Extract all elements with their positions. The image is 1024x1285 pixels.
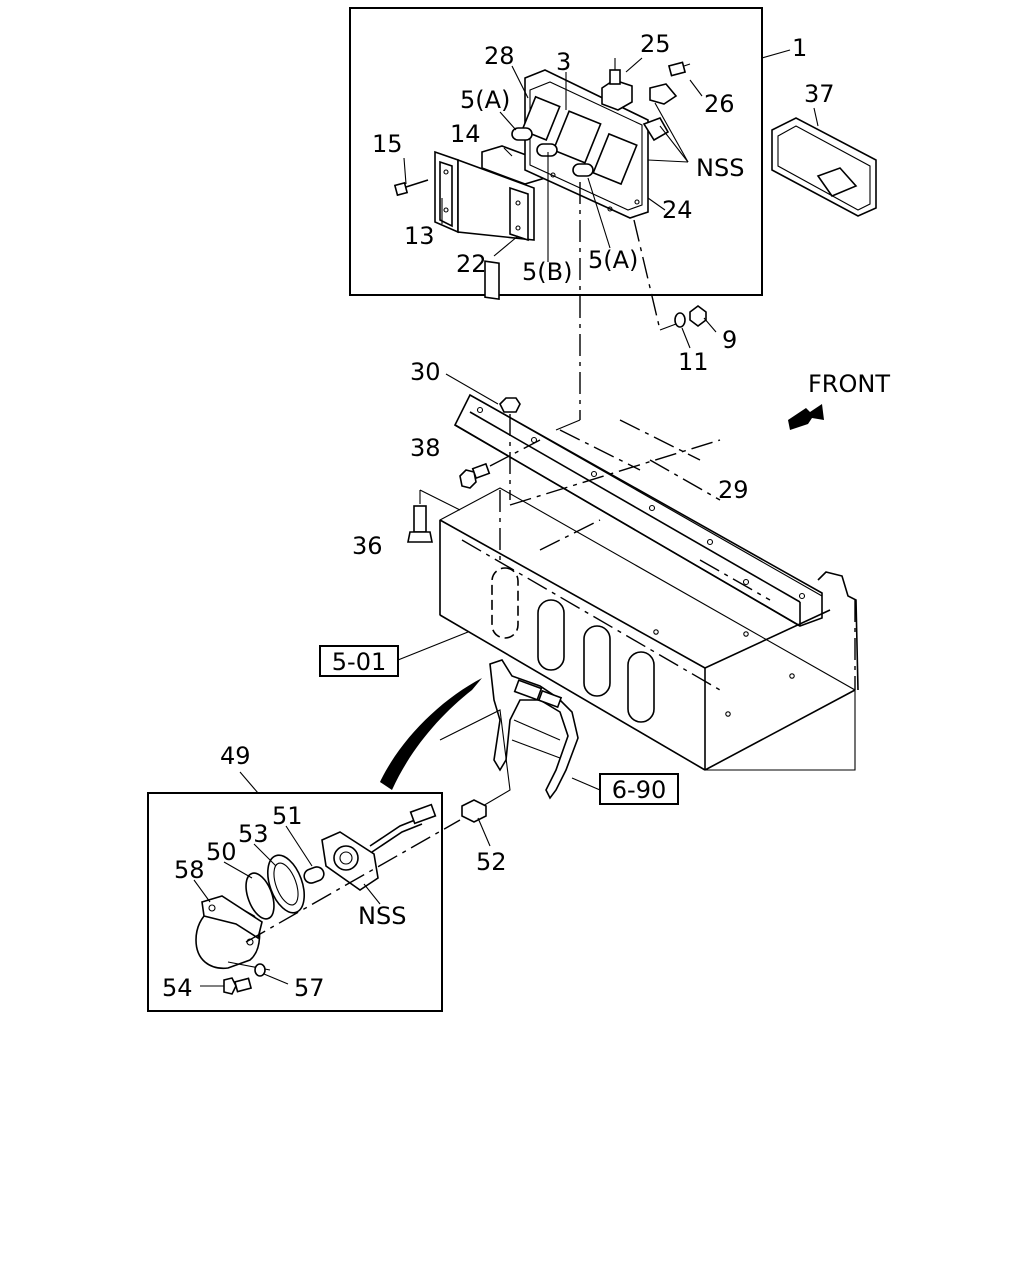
rail-bracket-29: [453, 393, 823, 627]
label-54: 54: [162, 974, 193, 1002]
sensor-cover-58: [195, 895, 263, 969]
label-15: 15: [372, 130, 403, 158]
label-5a-bottom: 5(A): [588, 246, 638, 274]
pin-5a-top: [511, 127, 533, 141]
label-9: 9: [722, 326, 737, 354]
part-25: [601, 58, 633, 111]
tank-vent-slots: [491, 567, 655, 723]
label-49: 49: [220, 742, 251, 770]
ref-box-5-01[interactable]: 5-01: [319, 645, 399, 677]
label-37: 37: [804, 80, 835, 108]
leader-lines-bottom: [193, 825, 381, 905]
nut-9: [689, 305, 707, 327]
label-front: FRONT: [808, 370, 890, 398]
label-58: 58: [174, 856, 205, 884]
label-52: 52: [476, 848, 507, 876]
plug-51: [303, 866, 325, 884]
curved-arrow-icon: [380, 678, 482, 790]
bottom-inset-frame: [147, 792, 443, 1012]
sensor-bracket: [489, 659, 579, 800]
washer-57: [254, 963, 289, 985]
label-50: 50: [206, 838, 237, 866]
screw-26: [667, 61, 691, 77]
bracket-plate-13: [434, 150, 535, 301]
label-30: 30: [410, 358, 441, 386]
label-25: 25: [640, 30, 671, 58]
bolt-54: [200, 977, 253, 995]
part-37: [771, 117, 877, 217]
bolt-38: [459, 439, 541, 489]
top-inset-frame: [349, 7, 763, 296]
label-26: 26: [704, 90, 735, 118]
ref-label-6-90: 6-90: [612, 776, 666, 804]
label-57: 57: [294, 974, 325, 1002]
clip-52: [461, 799, 491, 847]
label-24: 24: [662, 196, 693, 224]
part-labels: 1 28 3 25 26 5(A) 14 15 NSS 24 13 22 5(B…: [162, 30, 890, 1002]
tank-body: [439, 419, 859, 771]
seal-53: [266, 854, 306, 914]
pin-5a-bottom: [572, 163, 594, 177]
nut-30: [445, 373, 521, 500]
label-13: 13: [404, 222, 435, 250]
label-53: 53: [238, 820, 269, 848]
nss-part-a: [649, 83, 678, 105]
bolt-36: [407, 489, 461, 543]
label-3: 3: [556, 48, 571, 76]
label-29: 29: [718, 476, 749, 504]
label-51: 51: [272, 802, 303, 830]
ref-box-6-90[interactable]: 6-90: [599, 773, 679, 805]
label-38: 38: [410, 434, 441, 462]
leader-lines-top: [403, 49, 819, 431]
label-nss-bottom: NSS: [358, 902, 406, 930]
sensor-unit: [321, 803, 437, 891]
label-nss-top: NSS: [696, 154, 744, 182]
label-14: 14: [450, 120, 481, 148]
ref-label-5-01: 5-01: [332, 648, 386, 676]
label-28: 28: [484, 42, 515, 70]
label-5a-top: 5(A): [460, 86, 510, 114]
washer-11: [674, 312, 686, 328]
label-1: 1: [792, 34, 807, 62]
label-5b: 5(B): [522, 258, 572, 286]
nss-part-b: [642, 117, 670, 142]
pin-5b: [536, 143, 558, 157]
label-22: 22: [456, 250, 487, 278]
label-11: 11: [678, 348, 709, 376]
label-36: 36: [352, 532, 383, 560]
screw-15: [393, 179, 429, 197]
front-arrow-icon: [788, 404, 824, 430]
